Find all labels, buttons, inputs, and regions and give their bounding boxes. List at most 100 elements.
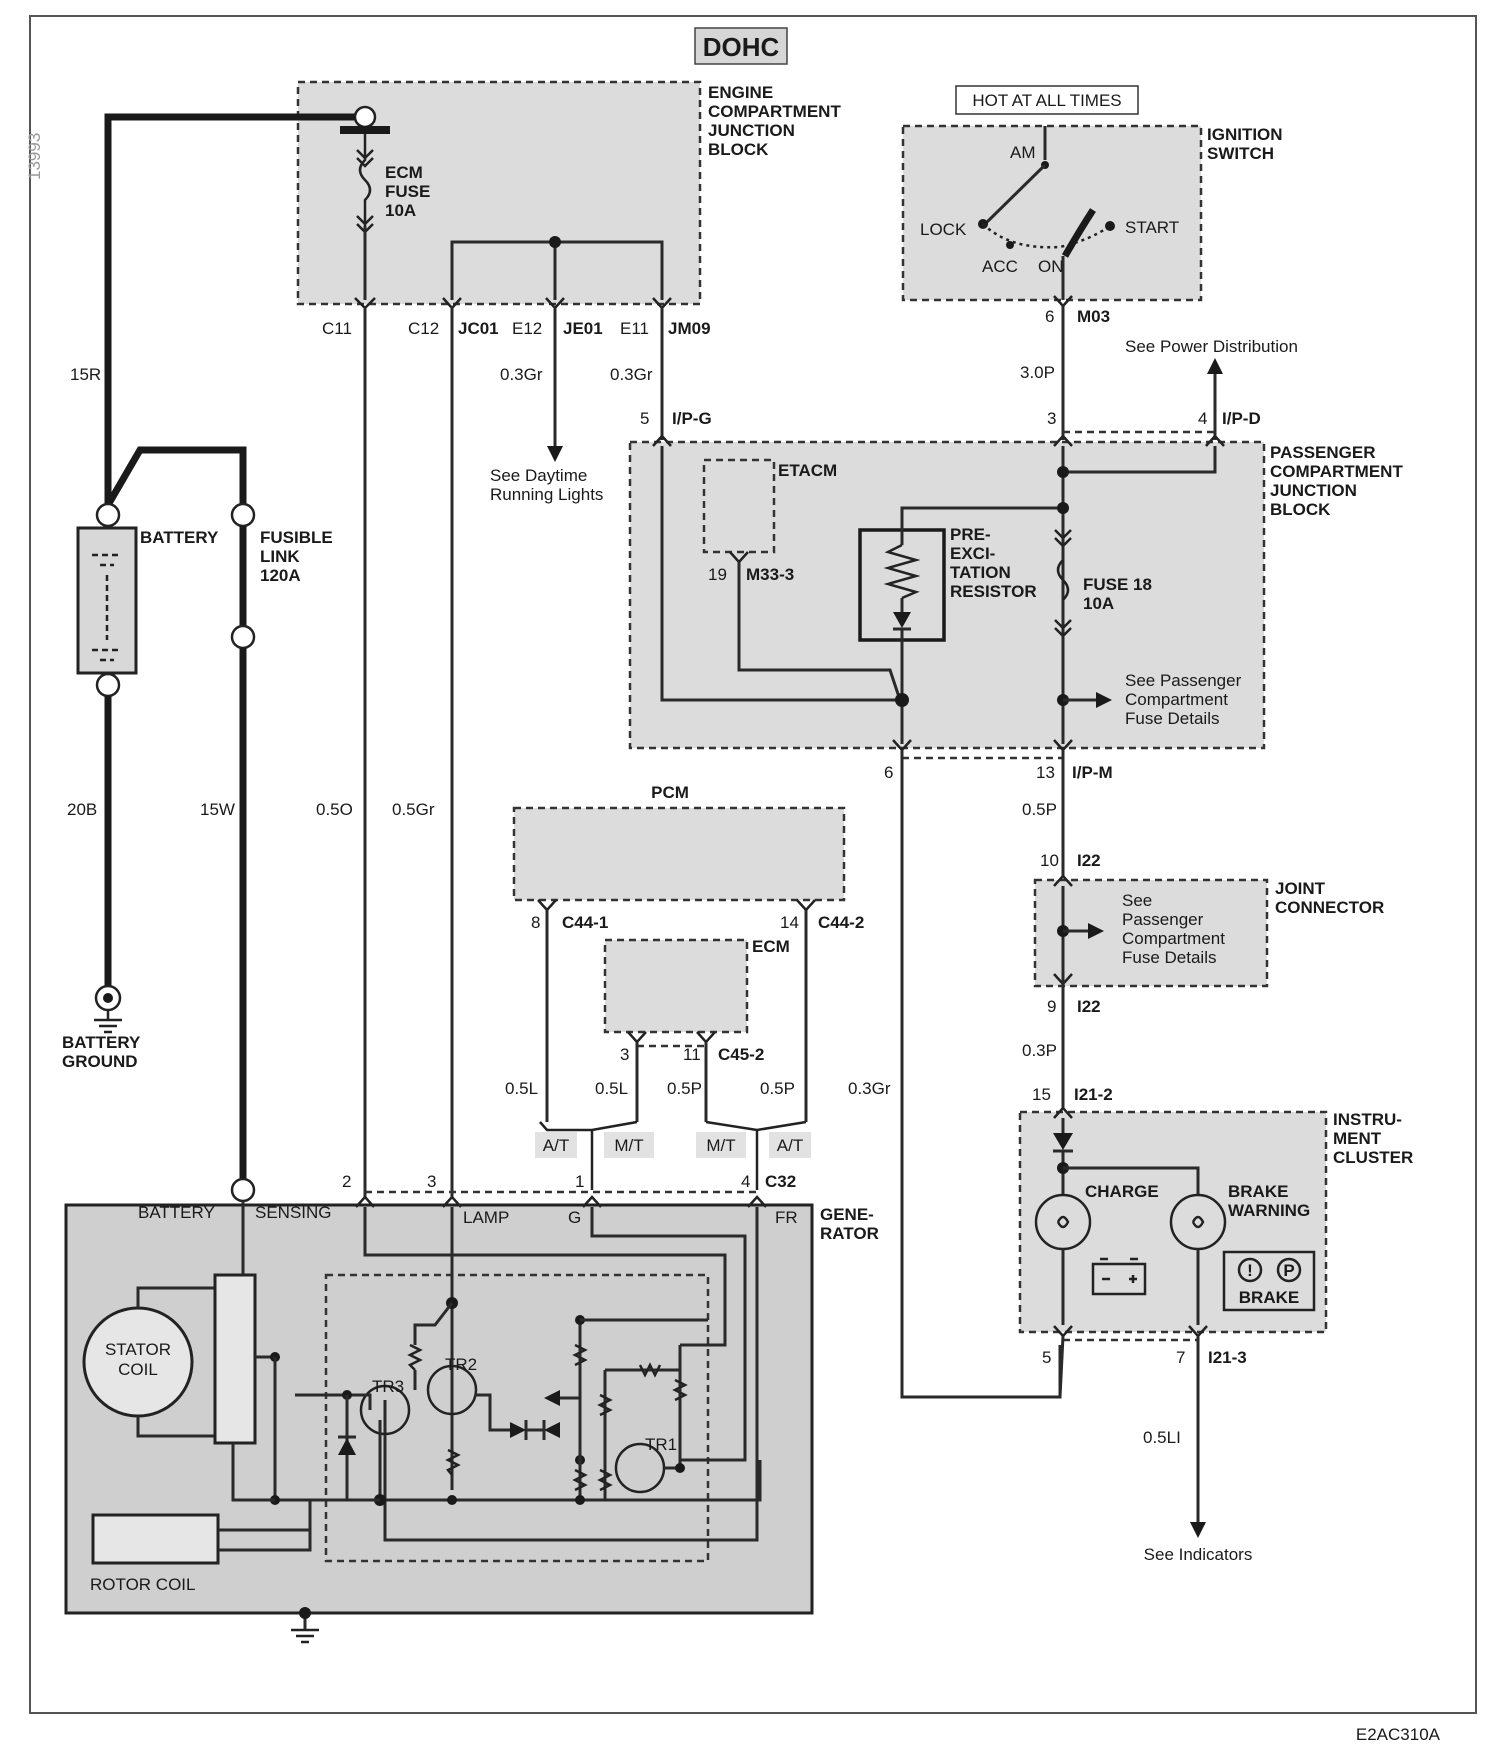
svg-text:EXCI-: EXCI- bbox=[950, 544, 995, 563]
ignition-start-label: START bbox=[1125, 218, 1179, 237]
diode-icon bbox=[893, 612, 911, 628]
passenger-junction-block-label: PASSENGER COMPARTMENT JUNCTION BLOCK bbox=[1270, 443, 1403, 519]
pin-label: 19 bbox=[708, 565, 727, 584]
svg-text:LINK: LINK bbox=[260, 547, 300, 566]
wire-label: 0.5Gr bbox=[392, 800, 435, 819]
pin-label: 1 bbox=[575, 1172, 584, 1191]
svg-text:JE01: JE01 bbox=[563, 319, 603, 338]
transmission-tag bbox=[604, 1132, 654, 1158]
diagram-title: DOHC bbox=[703, 32, 780, 62]
svg-text:Compartment: Compartment bbox=[1125, 690, 1228, 709]
svg-text:GENE-: GENE- bbox=[820, 1205, 874, 1224]
svg-text:TATION: TATION bbox=[950, 563, 1011, 582]
terminal-label: LAMP bbox=[463, 1208, 509, 1227]
connector-label: I/P-D bbox=[1222, 409, 1261, 428]
svg-text:JOINT: JOINT bbox=[1275, 879, 1326, 898]
diode-icon bbox=[1053, 1133, 1073, 1150]
ecm-fuse-busbar bbox=[340, 126, 390, 134]
passenger-junction-block bbox=[628, 440, 1266, 750]
brake-warning-label: BRAKE WARNING bbox=[1228, 1182, 1310, 1220]
svg-text:STATOR: STATOR bbox=[105, 1340, 171, 1359]
wire-label: 15R bbox=[70, 365, 101, 384]
stator-coil-label: STATOR COIL bbox=[105, 1340, 171, 1379]
resistor-label: PRE- EXCI- TATION RESISTOR bbox=[950, 525, 1037, 601]
pin-label: 15 bbox=[1032, 1085, 1051, 1104]
svg-text:10A: 10A bbox=[1083, 594, 1114, 613]
pin-label: 5 bbox=[640, 409, 649, 428]
wire-15R bbox=[104, 113, 355, 510]
svg-text:CLUSTER: CLUSTER bbox=[1333, 1148, 1413, 1167]
pin-label: 10 bbox=[1040, 851, 1059, 870]
connector-chevron-icon bbox=[652, 434, 1225, 447]
wire-label: 0.5L bbox=[595, 1079, 628, 1098]
pin-label: 3 bbox=[620, 1045, 629, 1064]
ecm-fuse-chevron-icon bbox=[356, 149, 374, 168]
fusible-link-terminal bbox=[230, 624, 256, 650]
wire-label: 0.5L bbox=[505, 1079, 538, 1098]
connector-chevron-icon bbox=[537, 899, 816, 912]
transmission-tag bbox=[769, 1132, 811, 1158]
svg-text:!: ! bbox=[1247, 1261, 1253, 1280]
brake-symbol-box bbox=[1222, 1250, 1316, 1312]
ground-icon bbox=[94, 1010, 122, 1034]
wire-label: 0.5O bbox=[316, 800, 353, 819]
pin-label: 7 bbox=[1176, 1348, 1185, 1367]
connector-label: C44-1 bbox=[562, 913, 608, 932]
charge-label: CHARGE bbox=[1085, 1182, 1159, 1201]
transmission-tag-label: M/T bbox=[614, 1136, 643, 1155]
battery-terminal bbox=[230, 1177, 256, 1203]
svg-text:ECM: ECM bbox=[385, 163, 423, 182]
ecm-box bbox=[603, 938, 749, 1034]
svg-text:C12: C12 bbox=[408, 319, 439, 338]
pin-label: 2 bbox=[342, 1172, 351, 1191]
battery-link-wire bbox=[104, 446, 247, 510]
svg-text:SWITCH: SWITCH bbox=[1207, 144, 1274, 163]
wire-label: 15W bbox=[200, 800, 235, 819]
svg-text:BATTERY: BATTERY bbox=[62, 1033, 141, 1052]
transmission-tag-label: A/T bbox=[777, 1136, 803, 1155]
pin-label: 11 bbox=[683, 1045, 701, 1064]
see-passenger-fuse-label: See Passenger Compartment Fuse Details bbox=[1125, 671, 1242, 728]
wire-label: 0.5P bbox=[1022, 800, 1057, 819]
diode-icon bbox=[510, 1422, 526, 1438]
svg-text:IGNITION: IGNITION bbox=[1207, 125, 1283, 144]
svg-text:BLOCK: BLOCK bbox=[708, 140, 769, 159]
svg-text:INSTRU-: INSTRU- bbox=[1333, 1110, 1402, 1129]
pin-label: 9 bbox=[1047, 997, 1056, 1016]
svg-text:Passenger: Passenger bbox=[1122, 910, 1204, 929]
ecm-fuse-label: ECM FUSE 10A bbox=[385, 163, 430, 220]
ignition-am-label: AM bbox=[1010, 143, 1036, 162]
arrow-up-icon bbox=[1207, 358, 1223, 374]
generator-label: GENE- RATOR bbox=[820, 1205, 879, 1243]
connector-chevron-icon bbox=[627, 1031, 716, 1044]
hot-at-all-times-box bbox=[955, 85, 1139, 115]
connector-label: M33-3 bbox=[746, 565, 794, 584]
splice-icon bbox=[705, 1120, 807, 1190]
connector-label: C44-2 bbox=[818, 913, 864, 932]
joint-connector bbox=[1033, 878, 1269, 988]
svg-text:MENT: MENT bbox=[1333, 1129, 1382, 1148]
tr1-label: TR1 bbox=[645, 1435, 677, 1454]
pcm-label: PCM bbox=[651, 783, 689, 802]
svg-text:CONNECTOR: CONNECTOR bbox=[1275, 898, 1384, 917]
arrow-down-icon bbox=[547, 446, 563, 462]
ignition-switch-lever bbox=[983, 163, 1047, 226]
svg-text:JUNCTION: JUNCTION bbox=[708, 121, 795, 140]
page-frame bbox=[29, 15, 1477, 1714]
svg-text:GROUND: GROUND bbox=[62, 1052, 138, 1071]
pin-label: 8 bbox=[531, 913, 540, 932]
ignition-switch-label: IGNITION SWITCH bbox=[1207, 125, 1283, 163]
diode-icon bbox=[544, 1422, 560, 1438]
wire-label: 0.5LI bbox=[1143, 1428, 1181, 1447]
svg-text:Running Lights: Running Lights bbox=[490, 485, 603, 504]
svg-text:C11: C11 bbox=[322, 319, 352, 338]
arrow-down-icon bbox=[1190, 1522, 1206, 1538]
ecm-label: ECM bbox=[752, 937, 790, 956]
transmission-tag bbox=[535, 1132, 577, 1158]
wire-label: 0.3Gr bbox=[500, 365, 543, 384]
terminal-label: SENSING bbox=[255, 1203, 332, 1222]
connector-label: I22 bbox=[1077, 997, 1101, 1016]
svg-text:FUSE: FUSE bbox=[385, 182, 430, 201]
svg-text:See Passenger: See Passenger bbox=[1125, 671, 1242, 690]
svg-text:Fuse Details: Fuse Details bbox=[1125, 709, 1219, 728]
